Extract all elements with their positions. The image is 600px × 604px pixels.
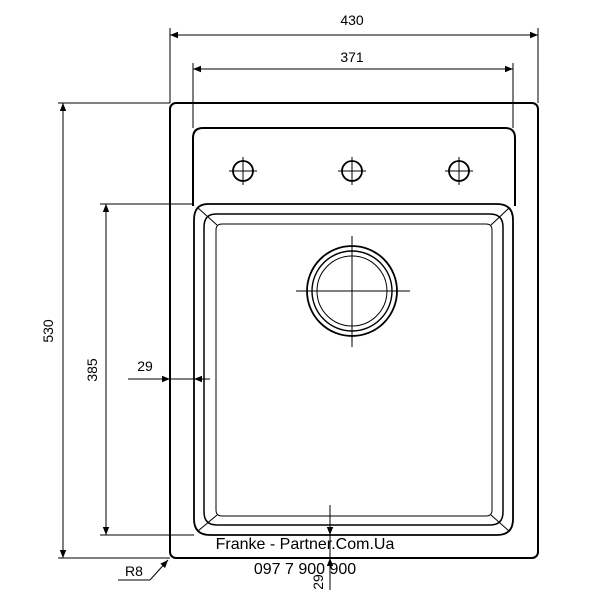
watermark-brand: Franke - Partner.Com.Ua (216, 536, 395, 553)
drain (296, 236, 410, 347)
overall-width-label: 430 (340, 12, 364, 28)
dimension-bowl-deck-width: 371 (192, 49, 514, 128)
side-margin-label: 29 (137, 358, 153, 374)
dimension-bowl-height: 385 (84, 203, 194, 536)
dimension-bottom-margin: 29 (310, 505, 334, 590)
dimension-corner-radius: R8 (118, 559, 169, 581)
watermark-phone: 097 7 900 900 (254, 561, 356, 578)
bowl-height-label: 385 (84, 358, 100, 382)
bowl-rim-inner (203, 213, 504, 526)
tap-deck (192, 127, 516, 206)
sink-outline (169, 102, 539, 559)
overall-height-label: 530 (40, 319, 56, 343)
dimension-side-margin: 29 (128, 358, 210, 383)
bowl-deck-width-label: 371 (340, 49, 364, 65)
tap-hole-right (445, 157, 473, 185)
bowl-rim-outer (193, 203, 514, 536)
tap-hole-left (229, 157, 257, 185)
corner-radius-label: R8 (125, 563, 143, 579)
bowl-floor (215, 223, 493, 517)
tap-hole-center (338, 157, 366, 185)
dimension-overall-height: 530 (40, 102, 170, 559)
dimension-overall-width: 430 (169, 12, 539, 103)
bottom-margin-label: 29 (310, 574, 326, 590)
bowl-corner-bevels (197, 207, 510, 532)
